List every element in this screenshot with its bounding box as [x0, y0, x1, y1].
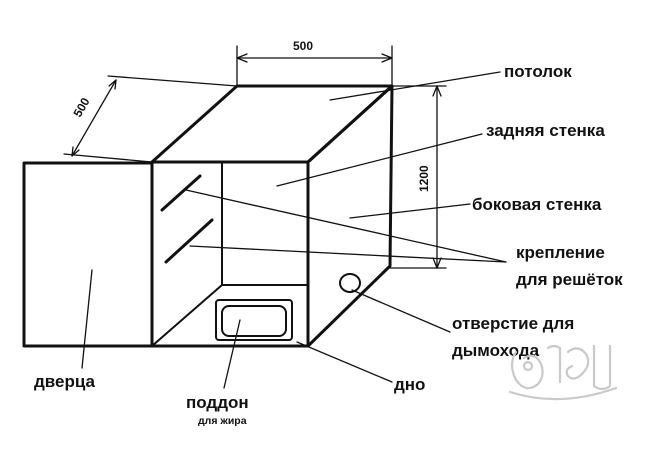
label-back-wall: задняя стенка [486, 121, 605, 140]
dimension-height [389, 85, 447, 269]
watermark-logo [508, 344, 618, 401]
dimension-width-label: 500 [293, 39, 313, 53]
label-bottom: дно [394, 375, 425, 394]
rack-rail-lower [164, 218, 214, 264]
leader-ceiling [329, 71, 501, 101]
label-tray-sub: для жира [198, 415, 247, 427]
back-wall-rect [221, 161, 309, 286]
label-rack-mount-2: для решёток [516, 270, 623, 289]
chimney-hole [339, 273, 361, 293]
leader-side-wall [349, 203, 471, 219]
leader-tray [223, 319, 241, 389]
label-rack-mount-1: крепление [516, 243, 605, 262]
grease-tray [215, 299, 293, 341]
dimension-depth [63, 75, 238, 163]
label-chimney-2: дымохода [452, 341, 540, 360]
tray-outer [215, 299, 293, 341]
ceiling-face [150, 84, 394, 164]
inner-floor-edge [151, 284, 223, 347]
leader-rack-upper [185, 189, 507, 263]
door [22, 161, 154, 348]
leader-lines [81, 71, 507, 389]
leader-bottom [296, 341, 393, 383]
label-chimney-1: отверстие для [452, 314, 574, 333]
leader-back-wall [276, 133, 483, 187]
dimension-depth-label: 500 [70, 95, 92, 120]
label-tray: поддон [186, 393, 249, 412]
rack-rail-upper [160, 174, 202, 212]
label-ceiling: потолок [504, 62, 572, 81]
leader-chimney [351, 289, 451, 333]
side-wall-face [306, 84, 394, 348]
tray-inner [221, 305, 287, 337]
leader-rack-lower [189, 245, 507, 263]
dimension-height-label: 1200 [417, 165, 431, 192]
label-door: дверца [34, 372, 96, 391]
leader-door [81, 269, 93, 369]
label-side-wall: боковая стенка [472, 195, 602, 214]
dimension-width [236, 45, 393, 87]
